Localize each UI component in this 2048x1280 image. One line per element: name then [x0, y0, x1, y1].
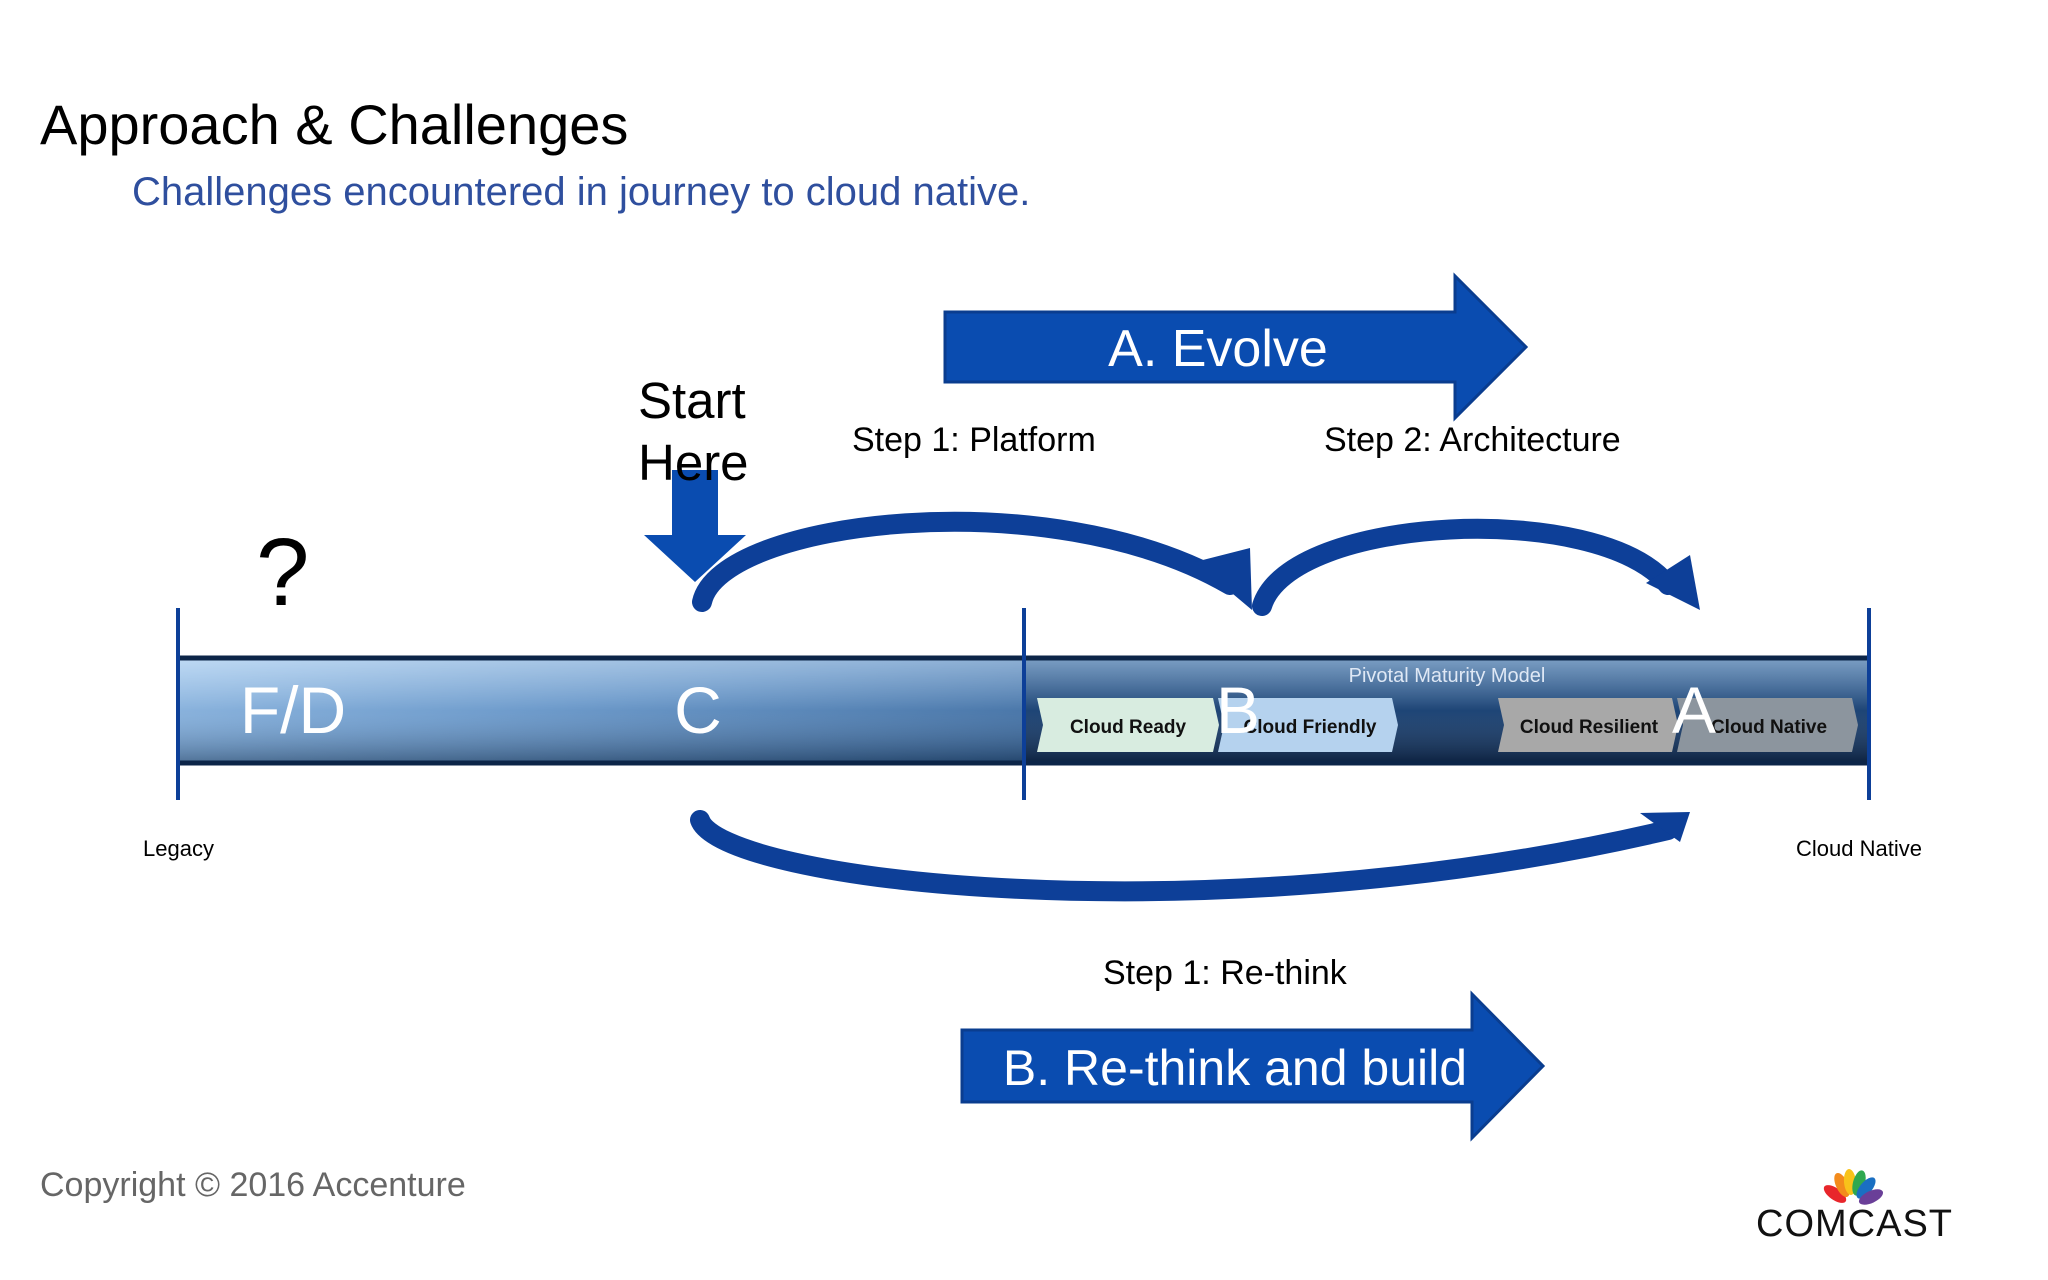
chevron-cloud-ready	[1037, 698, 1219, 752]
legacy-endpoint-label: Legacy	[143, 836, 214, 861]
chevron-cloud-native	[1677, 698, 1858, 752]
stage-cloud-native-label: Cloud Native	[1711, 717, 1827, 738]
comcast-peacock-logo	[1823, 1169, 1884, 1205]
comcast-logo-text: COMCAST	[1756, 1203, 1953, 1245]
chevron-cloud-resilient	[1498, 698, 1678, 752]
step-platform-label: Step 1: Platform	[852, 421, 1096, 459]
page-title: Approach & Challenges	[40, 93, 629, 156]
rethink-arrow-label: B. Re-think and build	[1003, 1040, 1467, 1096]
cloud-native-endpoint-label: Cloud Native	[1796, 836, 1922, 861]
step-architecture-label: Step 2: Architecture	[1324, 421, 1621, 459]
start-here-down-arrow	[644, 470, 746, 582]
rethink-curve-arrow	[690, 810, 1690, 902]
stage-chevrons: Cloud Ready Cloud Friendly Cloud Resilie…	[1037, 698, 1858, 752]
question-mark: ?	[256, 519, 310, 626]
bar-label-a: A	[1672, 673, 1716, 747]
evolve-arrow: A. Evolve	[943, 272, 1529, 422]
step-rethink-label: Step 1: Re-think	[1103, 954, 1347, 992]
copyright-notice: Copyright © 2016 Accenture	[40, 1166, 466, 1204]
chevron-cloud-friendly	[1218, 698, 1398, 752]
platform-curve-arrow	[692, 511, 1252, 612]
stage-cloud-friendly-label: Cloud Friendly	[1244, 717, 1377, 738]
stage-cloud-resilient-label: Cloud Resilient	[1520, 717, 1659, 738]
rethink-arrow: B. Re-think and build	[960, 990, 1546, 1142]
evolve-arrow-label: A. Evolve	[1108, 320, 1328, 378]
architecture-curve-arrow	[1252, 518, 1700, 616]
bar-label-fd: F/D	[240, 673, 346, 747]
stage-cloud-ready-label: Cloud Ready	[1070, 717, 1187, 738]
page-subtitle: Challenges encountered in journey to clo…	[132, 170, 1031, 214]
start-here-label: Start Here	[638, 372, 749, 491]
maturity-model-title: Pivotal Maturity Model	[1349, 665, 1546, 687]
bar-label-c: C	[674, 673, 722, 747]
bar-label-b: B	[1216, 673, 1260, 747]
